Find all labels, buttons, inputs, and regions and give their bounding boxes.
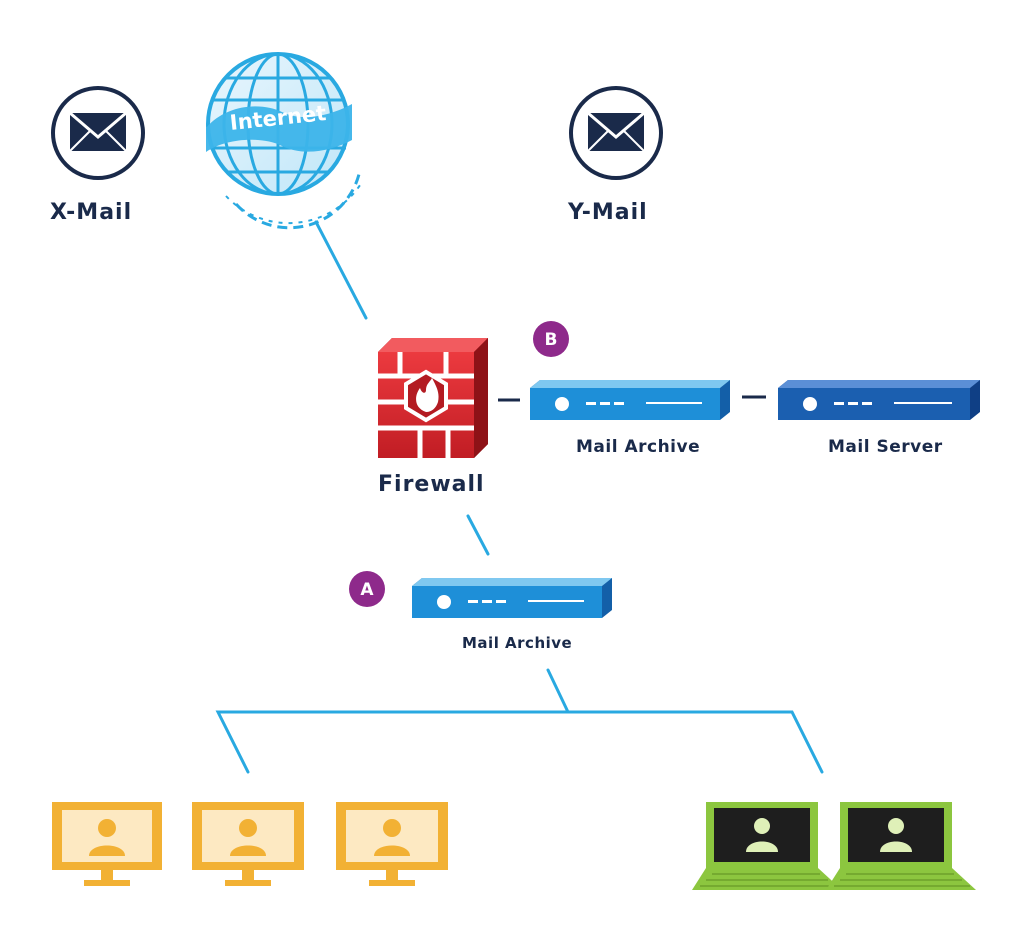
mail-archive-b-appliance-icon [530,380,730,420]
laptop-user-icon-1 [692,802,842,890]
y-mail-envelope-icon [569,86,663,180]
badge-a-text: A [360,580,374,600]
firewall-label: Firewall [378,472,485,497]
desktop-user-icon-3 [336,802,448,886]
link-archive-a-clients [215,668,571,774]
link-archive-a-laptops [566,710,824,774]
dash-links [498,395,766,402]
desktop-user-icon-2 [192,802,304,886]
globe-icon [206,52,363,230]
badge-b: B [533,321,569,357]
mail-archive-b-label: Mail Archive [576,437,701,457]
x-mail-envelope-icon [51,86,145,180]
link-firewall-archive-a [466,514,490,556]
x-mail-label: X-Mail [50,200,133,225]
desktop-user-icon-1 [52,802,162,886]
y-mail-label: Y-Mail [568,200,648,225]
mail-server-label: Mail Server [828,437,943,457]
link-internet-firewall [314,220,368,320]
mail-archive-a-appliance-icon [412,578,612,618]
firewall-icon [378,338,488,458]
mail-server-appliance-icon [778,380,980,420]
badge-a: A [349,571,385,607]
laptop-user-icon-2 [826,802,976,890]
connection-lines [215,220,824,774]
mail-archive-a-label: Mail Archive [462,634,573,652]
badge-b-text: B [545,330,558,350]
